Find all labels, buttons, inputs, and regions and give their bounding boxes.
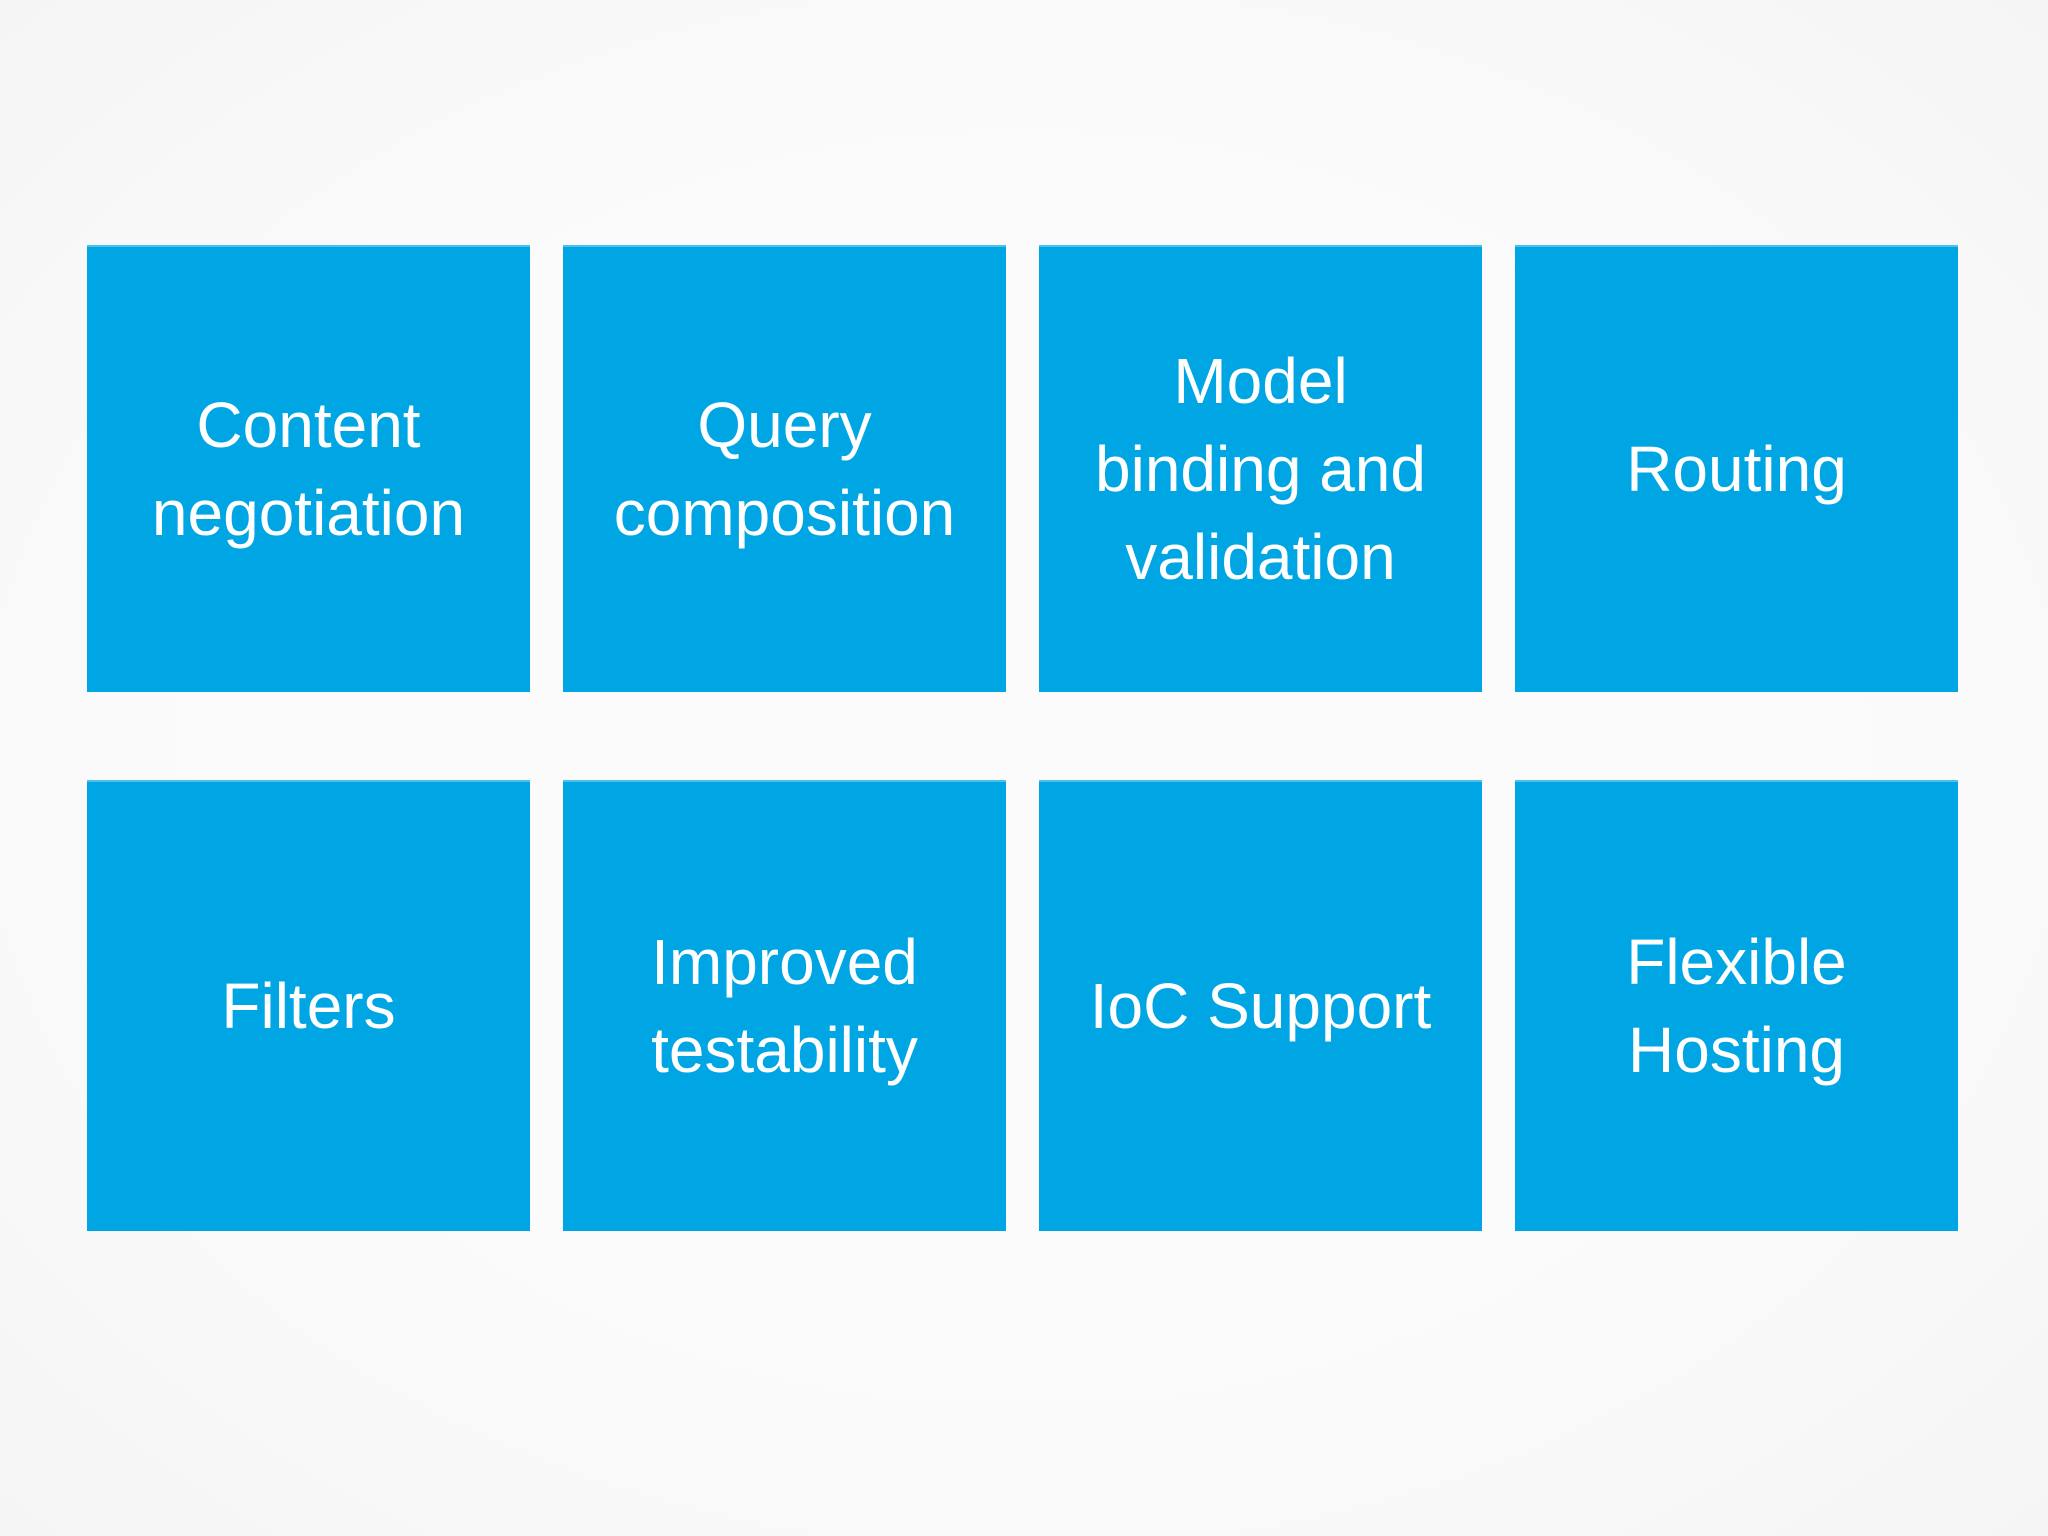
tile-label-improved-testability: Improved testability — [651, 925, 918, 1086]
tile-model-binding-validation: Model binding and validation — [1039, 245, 1482, 692]
tile-routing: Routing — [1515, 245, 1958, 692]
tile-label-query-composition: Query composition — [613, 388, 956, 549]
tile-label-routing: Routing — [1626, 432, 1847, 505]
tile-flexible-hosting: Flexible Hosting — [1515, 780, 1958, 1231]
tile-filters: Filters — [87, 780, 530, 1231]
tile-query-composition: Query composition — [563, 245, 1006, 692]
tile-label-filters: Filters — [221, 969, 396, 1042]
tile-label-model-binding-validation: Model binding and validation — [1095, 344, 1426, 593]
tile-label-content-negotiation: Content negotiation — [151, 388, 466, 549]
tile-label-flexible-hosting: Flexible Hosting — [1626, 925, 1847, 1086]
tile-improved-testability: Improved testability — [563, 780, 1006, 1231]
tile-ioc-support: IoC Support — [1039, 780, 1482, 1231]
feature-grid: Content negotiation Query composition Mo… — [87, 245, 1958, 1231]
tile-label-ioc-support: IoC Support — [1089, 969, 1432, 1042]
tile-content-negotiation: Content negotiation — [87, 245, 530, 692]
